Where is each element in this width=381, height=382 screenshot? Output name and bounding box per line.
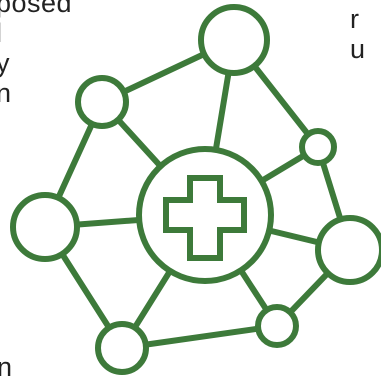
cropped-text-bottom: n (0, 352, 13, 382)
cropped-text-line: n (0, 78, 12, 108)
cropped-text-line: posed (0, 0, 73, 18)
network-node (95, 321, 149, 375)
cropped-text-line: u (350, 34, 366, 64)
cropped-text-line: y (0, 48, 10, 78)
network-node (299, 128, 337, 166)
network-node (315, 215, 381, 285)
network-node (10, 192, 80, 262)
cropped-text-line: r (350, 4, 360, 34)
cropped-text-line: n (0, 352, 13, 382)
network-node (75, 75, 129, 129)
network-nodes (10, 4, 381, 375)
network-node (198, 4, 270, 76)
hub-node (136, 146, 274, 284)
network-node (255, 304, 299, 348)
cropped-text-right: r u (350, 4, 366, 64)
cropped-text-line: l (0, 18, 72, 48)
cropped-text-left: posed l y n (0, 0, 72, 108)
hub-circle (136, 146, 274, 284)
medical-cross-icon (163, 175, 247, 261)
